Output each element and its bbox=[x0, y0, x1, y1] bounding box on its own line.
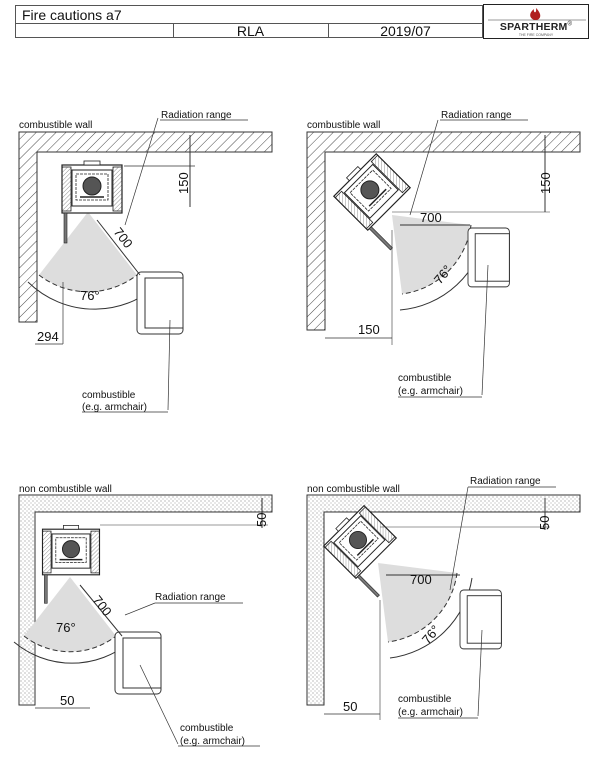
date-cell: 2019/07 bbox=[380, 23, 431, 39]
leader-line bbox=[124, 117, 159, 226]
object-example-label: (e.g. armchair) bbox=[82, 402, 147, 413]
armchair bbox=[136, 271, 184, 335]
radiation-arc bbox=[387, 572, 458, 643]
empty-cell bbox=[16, 23, 174, 38]
radiation-distance: 700 bbox=[420, 210, 442, 225]
radiation-range-label: Radiation range bbox=[470, 476, 541, 487]
non-combustible-wall bbox=[306, 494, 581, 706]
leader-line bbox=[449, 486, 469, 591]
logo-tagline: THE FIRE COMPANY bbox=[518, 33, 554, 37]
side-distance: 294 bbox=[37, 329, 59, 344]
logo-brand: SPARTHERM® bbox=[499, 21, 573, 33]
document-title: Fire cautions a7 bbox=[22, 7, 122, 23]
non-combustible-wall bbox=[18, 494, 273, 706]
diagram-combustible-wall-front: combustible wall Radiation range 150 700… bbox=[18, 110, 273, 413]
dimension-line bbox=[96, 219, 141, 276]
radiation-angle: 76° bbox=[80, 288, 100, 303]
radiation-range-label: Radiation range bbox=[155, 592, 226, 603]
wall-label: non combustible wall bbox=[307, 484, 400, 495]
object-example-label: (e.g. armchair) bbox=[398, 386, 463, 397]
radiation-range-label: Radiation range bbox=[161, 110, 232, 121]
object-label: combustible bbox=[398, 694, 452, 705]
leader-line bbox=[124, 602, 156, 616]
object-label: combustible bbox=[82, 390, 136, 401]
title-block: Fire cautions a7 RLA 2019/07 bbox=[15, 5, 483, 39]
wall-label: combustible wall bbox=[307, 120, 380, 131]
wall-label: non combustible wall bbox=[19, 484, 112, 495]
wall-label: combustible wall bbox=[19, 120, 92, 131]
leader-line bbox=[481, 264, 489, 396]
leader-line bbox=[139, 664, 179, 745]
diagram-combustible-wall-corner: combustible wall Radiation range 150 700… bbox=[306, 110, 581, 398]
leader-line bbox=[409, 119, 439, 216]
radiation-sector bbox=[24, 577, 116, 652]
combustible-wall bbox=[18, 131, 273, 323]
combustible-wall bbox=[306, 131, 581, 331]
object-label: combustible bbox=[398, 373, 452, 384]
radiation-range-label: Radiation range bbox=[441, 110, 512, 121]
wall-distance: 50 bbox=[254, 513, 269, 527]
side-distance: 50 bbox=[60, 693, 74, 708]
wall-distance: 150 bbox=[538, 172, 553, 194]
title-row: Fire cautions a7 bbox=[16, 6, 482, 24]
radiation-distance: 700 bbox=[410, 572, 432, 587]
radiation-sector bbox=[392, 215, 471, 294]
armchair bbox=[459, 589, 502, 650]
leader-line bbox=[167, 319, 171, 411]
diagram-non-combustible-wall-corner: non combustible wall Radiation range 50 … bbox=[306, 476, 581, 720]
radiation-arc bbox=[38, 274, 138, 293]
armchair bbox=[114, 631, 162, 695]
object-label: combustible bbox=[180, 723, 234, 734]
radiation-arc bbox=[23, 635, 117, 653]
radiation-sector bbox=[39, 212, 137, 292]
spartherm-logo: SPARTHERM® THE FIRE COMPANY bbox=[483, 4, 589, 39]
object-example-label: (e.g. armchair) bbox=[180, 736, 245, 747]
side-distance: 50 bbox=[343, 699, 357, 714]
object-example-label: (e.g. armchair) bbox=[398, 707, 463, 718]
radiation-angle: 76° bbox=[56, 620, 76, 635]
radiation-sector bbox=[378, 563, 457, 642]
wall-distance: 150 bbox=[176, 172, 191, 194]
side-distance: 150 bbox=[358, 322, 380, 337]
flame-icon bbox=[488, 8, 586, 21]
diagram-non-combustible-wall-front: non combustible wall Radiation range 50 … bbox=[13, 484, 273, 747]
dimension-line bbox=[79, 584, 123, 637]
leader-line bbox=[477, 629, 483, 717]
wall-distance: 50 bbox=[537, 516, 552, 530]
author-cell: RLA bbox=[173, 23, 329, 39]
armchair bbox=[467, 227, 510, 288]
